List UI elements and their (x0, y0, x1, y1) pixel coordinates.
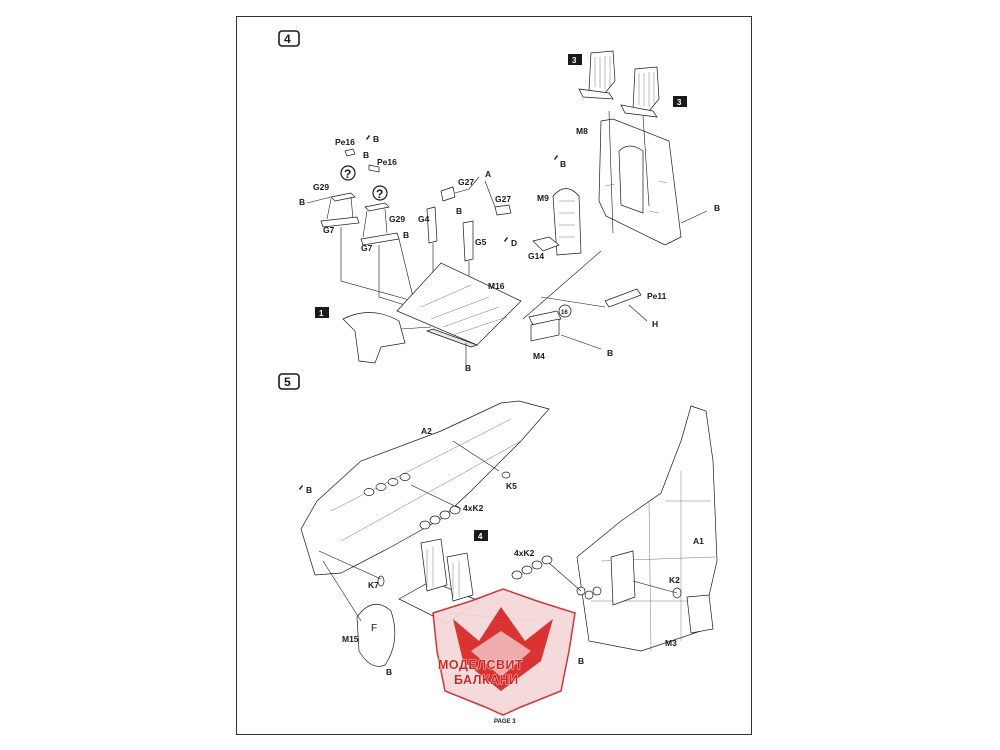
svg-text:16: 16 (561, 310, 568, 316)
step-5-badge (278, 373, 300, 390)
label-g29-b: G29 (389, 214, 405, 224)
label-m4: M4 (533, 351, 545, 361)
watermark-logo (432, 588, 576, 716)
label-g27-b: G27 (495, 194, 511, 204)
label-b1: B (373, 134, 379, 144)
label-g27-a: G27 (458, 177, 474, 187)
part-g27-a (440, 186, 456, 202)
label-m16: M16 (488, 281, 505, 291)
question-circle-1 (340, 165, 356, 181)
label-b7: B (465, 363, 471, 373)
label-b3: B (299, 197, 305, 207)
label-k2-right: K2 (669, 575, 680, 585)
label-m8: M8 (576, 126, 588, 136)
label-b-left: B (306, 485, 312, 495)
bulkhead-m8 (598, 118, 682, 246)
svg-text:?: ? (376, 187, 383, 201)
part-k5 (501, 471, 511, 479)
label-m9: M9 (537, 193, 549, 203)
label-pe16-a: Pe16 (335, 137, 355, 147)
svg-text:4: 4 (478, 532, 483, 541)
label-b-center: B (578, 656, 584, 666)
part-k7 (377, 575, 385, 587)
svg-text:F: F (371, 623, 377, 634)
part-pe16-a (344, 148, 356, 157)
page-number: PAGE 3 (494, 719, 516, 725)
label-a: A (485, 169, 491, 179)
part-m4 (528, 310, 562, 342)
part-g7-a (320, 216, 360, 228)
question-circle-2 (372, 185, 388, 201)
ref-badge-4: 4 (474, 530, 488, 541)
step-4-number: 4 (284, 32, 291, 46)
label-pe16-b: Pe16 (377, 157, 397, 167)
seat-front (620, 66, 660, 118)
part-g5 (462, 220, 474, 262)
watermark-line2: БАЛКАНИ (454, 673, 519, 687)
watermark-line1: МОДЕЛСВИТ (438, 658, 523, 672)
seat-rear (578, 50, 616, 100)
ref-badge-3b: 3 (673, 96, 687, 107)
label-b9: B (714, 203, 720, 213)
label-m3: M3 (665, 638, 677, 648)
svg-text:3: 3 (677, 98, 682, 107)
label-b-m9: B (560, 159, 566, 169)
label-4xk2-mid: 4xK2 (514, 548, 535, 558)
fuselage-half-a2 (300, 400, 550, 576)
ref-badge-3a: 3 (568, 54, 582, 65)
brush-icon (554, 155, 558, 160)
label-k7: K7 (368, 580, 379, 590)
label-g14: G14 (528, 251, 544, 261)
label-g5: G5 (475, 237, 487, 247)
panel-m9 (552, 188, 582, 256)
label-b4: B (403, 230, 409, 240)
label-h: H (652, 319, 658, 329)
brush-icon (504, 237, 508, 242)
part-g14 (532, 236, 560, 252)
ref-badge-1: 1 (315, 307, 329, 318)
ref-circle-16 (558, 304, 572, 318)
label-k5: K5 (506, 481, 517, 491)
step-4-group: 4 3 3 M8 (278, 30, 720, 373)
parts-4xk2-mid (511, 555, 553, 580)
label-g29-a: G29 (313, 182, 329, 192)
label-a1: A1 (693, 536, 704, 546)
step-5-number: 5 (284, 375, 291, 389)
label-b2: B (363, 150, 369, 160)
instrument-panel (342, 312, 406, 364)
label-m15: M15 (342, 634, 359, 644)
svg-text:3: 3 (572, 56, 577, 65)
part-pe16-b (368, 164, 380, 173)
label-g4: G4 (418, 214, 430, 224)
brush-icon (299, 485, 303, 490)
floor-m16 (396, 262, 522, 348)
label-a2: A2 (421, 426, 432, 436)
part-g27-b (494, 204, 512, 216)
label-b8: B (607, 348, 613, 358)
part-g4 (426, 206, 438, 244)
svg-text:1: 1 (319, 309, 324, 318)
part-m3 (686, 594, 714, 634)
label-pe11: Pe11 (647, 291, 667, 301)
part-m15 (356, 603, 396, 667)
step-4-badge (278, 30, 300, 47)
label-g7-a: G7 (323, 225, 335, 235)
step-5-group: 5 A1 A2 B K5 (278, 373, 718, 677)
label-d: D (511, 238, 517, 248)
parts-4xk2-left (419, 505, 461, 530)
svg-text:?: ? (344, 167, 351, 181)
instruction-page: 4 3 3 M8 (236, 16, 752, 735)
part-g29-b (364, 202, 390, 212)
part-pe11 (604, 288, 642, 308)
label-4xk2-left: 4xK2 (463, 503, 484, 513)
brush-icon (366, 135, 370, 140)
label-b-m15: B (386, 667, 392, 677)
label-g7-b: G7 (361, 243, 373, 253)
label-b6: B (456, 206, 462, 216)
fuselage-half-a1 (576, 405, 718, 652)
part-g29-a (330, 192, 356, 202)
